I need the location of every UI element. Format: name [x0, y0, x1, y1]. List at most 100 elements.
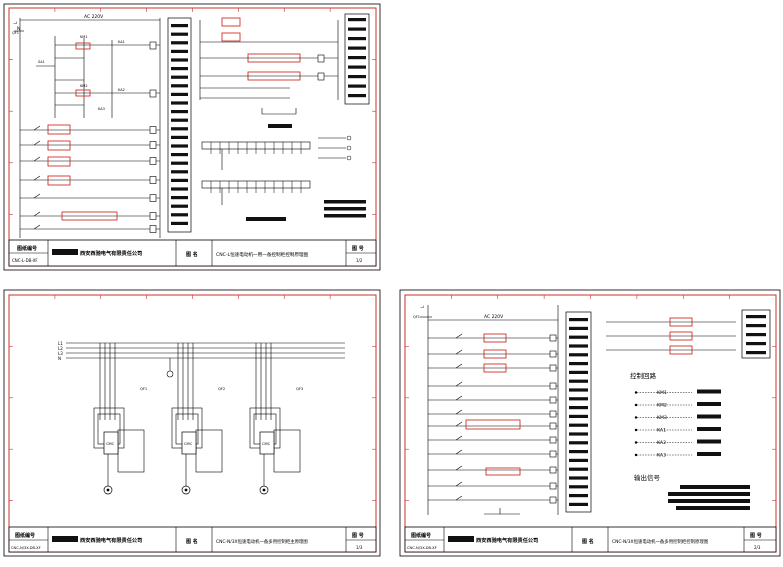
terminal-block: [569, 467, 588, 471]
sheet-3-ladder-rungs: [428, 333, 558, 504]
terminal-dot: [634, 391, 638, 394]
sheet-2-border-ticks: [9, 295, 376, 552]
breaker-label: QF3: [296, 387, 303, 391]
sheet-2-title-label: 图 名: [186, 538, 198, 545]
svg-text:QF1: QF1: [12, 31, 19, 35]
svg-text:QF1: QF1: [413, 315, 420, 319]
terminal-block: [569, 406, 588, 410]
terminal-block: [569, 318, 588, 322]
sheet-1-drawing-no-label: 图纸编号: [17, 245, 37, 252]
fuse-icon: [166, 370, 174, 378]
terminal-block: [348, 27, 366, 31]
motor-icon: [181, 485, 191, 495]
bus-label-l2: L2: [58, 346, 63, 351]
signal-bar: [697, 389, 721, 394]
coil-symbol: [549, 382, 557, 390]
svg-text:N: N: [17, 26, 20, 32]
terminal-block: [746, 333, 766, 337]
terminal-block: [171, 110, 188, 114]
coil-symbol: [549, 410, 557, 418]
contact-symbol: [33, 211, 41, 217]
svg-text:KA1: KA1: [118, 40, 125, 44]
breaker-label: QF1: [140, 387, 147, 391]
coil-symbol: [549, 396, 557, 404]
terminal-block: [171, 213, 188, 217]
coil-symbol: [549, 350, 557, 358]
sheet-3-terminal-column: [565, 311, 592, 513]
terminal-block: [171, 187, 188, 191]
terminal-block: [171, 153, 188, 157]
sheet-3-drawing-no-label: 图纸编号: [411, 532, 431, 539]
sheet-1: L N AC 220V QF1 SA1 KM1 KM2 KA: [3, 3, 381, 271]
terminal-block: [569, 326, 588, 330]
contactor-label: KM1: [657, 390, 667, 396]
terminal-block: [171, 204, 188, 208]
terminal-block: [171, 127, 188, 131]
sheet-1-voltage-label: AC 220V: [84, 14, 104, 20]
terminal-block: [746, 351, 766, 355]
contact-symbol: [455, 333, 463, 339]
terminal-block: [171, 41, 188, 45]
terminal-dot: [634, 416, 638, 419]
sheet-2-sheet-no: 1/3: [356, 545, 363, 550]
terminal-dot: [634, 453, 638, 457]
soft-starter-box: [259, 431, 275, 455]
terminal-block: [348, 65, 366, 69]
terminal-block: [569, 423, 588, 427]
coil-symbol: [149, 126, 157, 134]
terminal-block: [348, 94, 366, 98]
terminal-block: [171, 101, 188, 105]
svg-text:KA3: KA3: [98, 107, 105, 111]
coil-symbol: [549, 436, 557, 444]
terminal-block: [569, 502, 588, 506]
terminal-block: [569, 476, 588, 480]
terminal-block: [569, 353, 588, 357]
terminal-block: [569, 441, 588, 445]
sheet-3-company-logo: [448, 536, 474, 542]
coil-symbol: [149, 212, 157, 220]
terminal-block: [171, 75, 188, 79]
terminal-block: [171, 196, 188, 200]
sheet-3-company-name: 西安西驰电气有限责任公司: [476, 536, 538, 544]
terminal-block: [569, 335, 588, 339]
bus-label-l3: L3: [58, 351, 63, 356]
terminal-block: [171, 178, 188, 182]
terminal-block: [171, 144, 188, 148]
sheet-1-company-logo: [52, 249, 78, 255]
coil-symbol: [149, 157, 157, 165]
terminal-block: [171, 118, 188, 122]
contact-symbol: [33, 156, 41, 162]
sheet-2-sheet-label: 图 号: [352, 532, 364, 539]
signal-bar: [697, 402, 721, 406]
terminal-block: [569, 362, 588, 366]
terminal-block: [569, 432, 588, 436]
sheet-1-company-name: 西安西驰电气有限责任公司: [80, 249, 142, 257]
sheet-3-circuit: L AC 220V QF1: [413, 305, 559, 515]
contact-symbol: [455, 349, 463, 355]
wiring-loop: [273, 429, 301, 473]
motor-icon-core: [106, 488, 110, 492]
control-section-title: 控制回路: [630, 371, 657, 380]
contactor-label: KA3: [657, 453, 666, 459]
signal-bar: [697, 439, 721, 444]
terminal-block: [171, 49, 188, 53]
contactor-label: KM3: [657, 415, 667, 421]
sheet-1-title: CNC-L恒速电动机一用一备控制柜控制原理图: [216, 251, 309, 258]
coil-symbol: [149, 225, 157, 233]
sheet-2-drawing-no-label: 图纸编号: [15, 532, 35, 539]
soft-starter-box: [103, 431, 119, 455]
sheet-1-sheet-no: 1/2: [356, 258, 363, 263]
contact-symbol: [455, 481, 463, 487]
contactor-label: KM2: [657, 403, 667, 409]
terminal-block: [569, 379, 588, 383]
motor-icon: [103, 485, 113, 495]
terminal-block: [348, 37, 366, 41]
terminal-block: [569, 458, 588, 462]
contact-symbol: [455, 435, 463, 441]
coil-symbol: [549, 482, 557, 490]
sheet-3-sheet-no: 2/3: [754, 545, 761, 550]
coil-symbol: [549, 422, 557, 430]
terminal-block: [569, 388, 588, 392]
soft-starter-label: CMC: [106, 442, 115, 446]
